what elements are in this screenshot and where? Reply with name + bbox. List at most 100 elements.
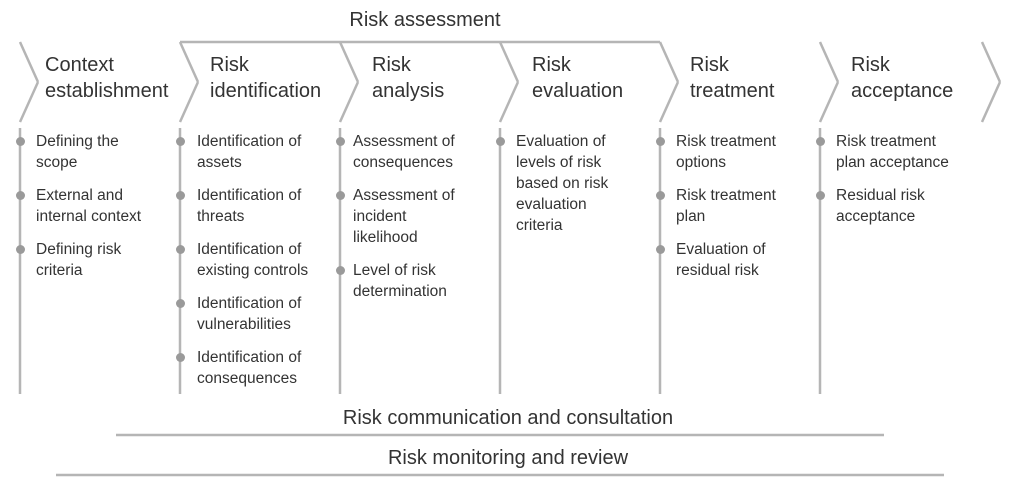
bullet-dot: [335, 191, 345, 200]
phase-item-line: Defining risk: [36, 241, 122, 258]
bullet-dot: [815, 191, 825, 200]
bullet-dot: [15, 137, 25, 146]
bullet-dot: [815, 137, 825, 146]
phase-item-line: Evaluation of: [516, 133, 606, 150]
phase-item: Identification of consequences: [197, 347, 301, 389]
phase-item-line: Identification of: [197, 133, 302, 150]
bullet-dot: [175, 353, 185, 362]
phase-item-line: Risk treatment: [676, 187, 776, 204]
phase-item: Identification of assets: [197, 131, 301, 173]
phase-title-1: Risk identification: [210, 52, 321, 104]
phase-item-line: residual risk: [676, 262, 759, 279]
chevron-upper-1: [178, 41, 200, 83]
phase-item-line: assets: [197, 154, 242, 171]
phase-item: Assessment of consequences: [353, 131, 455, 173]
chevron-end-lower: [980, 81, 1002, 123]
phase-item: External and internal context: [36, 185, 141, 227]
phase-item-line: internal context: [36, 208, 142, 225]
phase-item-line: options: [676, 154, 726, 171]
phase-item: Identification of threats: [197, 185, 301, 227]
bullet-dot: [175, 137, 185, 146]
phase-item-line: vulnerabilities: [197, 316, 291, 333]
phase-item-line: Risk treatment: [676, 133, 776, 150]
chevron-lower-4: [658, 81, 680, 123]
phase-item-line: levels of risk: [516, 154, 602, 171]
phase-title-line: Risk: [372, 54, 411, 76]
phase-item-line: evaluation: [516, 196, 587, 213]
chevron-lower-3: [498, 81, 520, 123]
phase-item: Risk treatment plan acceptance: [836, 131, 949, 173]
bullet-dot: [495, 137, 505, 146]
phase-item-line: Defining the: [36, 133, 119, 150]
bullet-dot: [655, 137, 665, 146]
phase-title-line: Risk: [851, 54, 890, 76]
phase-item-line: acceptance: [836, 208, 916, 225]
phase-title-2: Risk analysis: [372, 52, 444, 104]
phase-item-line: likelihood: [353, 229, 418, 246]
bullet-dot: [175, 245, 185, 254]
phase-title-line: analysis: [372, 80, 445, 102]
phase-item-line: criteria: [516, 217, 563, 234]
chevron-upper-3: [498, 41, 520, 83]
chevron-upper-0: [18, 41, 40, 83]
phase-title-line: Context: [45, 54, 114, 76]
bullet-dot: [15, 191, 25, 200]
phase-item-line: based on risk: [516, 175, 609, 192]
phase-item-line: Level of risk: [353, 262, 436, 279]
bullet-dot: [175, 191, 185, 200]
phase-item-line: scope: [36, 154, 78, 171]
chevron-end-upper: [980, 41, 1002, 83]
phase-title-3: Risk evaluation: [532, 52, 623, 104]
bullet-dot: [175, 299, 185, 308]
phase-item-line: Residual risk: [836, 187, 925, 204]
bullet-dot: [335, 137, 345, 146]
phase-item: Evaluation of levels of risk based on risk…: [516, 131, 608, 236]
phase-title-0: Context establishment: [45, 52, 168, 104]
phase-item-line: existing controls: [197, 262, 309, 279]
phase-title-line: establishment: [45, 80, 169, 102]
bullet-dot: [655, 191, 665, 200]
phase-title-4: Risk treatment: [690, 52, 774, 104]
phase-item-line: Identification of: [197, 295, 302, 312]
phase-title-line: treatment: [690, 80, 775, 102]
phase-item-line: incident: [353, 208, 407, 225]
phase-title-line: acceptance: [851, 80, 954, 102]
phase-item-line: consequences: [353, 154, 453, 171]
phase-item-line: plan acceptance: [836, 154, 949, 171]
phase-item-line: Identification of: [197, 187, 302, 204]
phase-item: Evaluation of residual risk: [676, 239, 766, 281]
bullet-dot: [15, 245, 25, 254]
risk-monitoring-label: Risk monitoring and review: [387, 447, 629, 469]
phase-item-line: criteria: [36, 262, 83, 279]
phase-item: Risk treatment options: [676, 131, 776, 173]
phase-item-line: plan: [676, 208, 706, 225]
phase-item: Residual risk acceptance: [836, 185, 925, 227]
chevron-lower-1: [178, 81, 200, 123]
phase-title-line: Risk: [532, 54, 571, 76]
phase-title-line: Risk: [690, 54, 729, 76]
phase-title-line: identification: [210, 80, 322, 102]
risk-communication-label: Risk communication and consultation: [342, 407, 674, 429]
phase-item-line: Identification of: [197, 349, 302, 366]
chevron-upper-4: [658, 41, 680, 83]
phase-item: Defining the scope: [36, 131, 119, 173]
chevron-upper-5: [818, 41, 840, 83]
risk-assessment-title: Risk assessment: [349, 9, 501, 31]
phase-item: Identification of vulnerabilities: [197, 293, 301, 335]
phase-item-line: threats: [197, 208, 245, 225]
phase-item-line: Risk treatment: [836, 133, 936, 150]
phase-item-line: consequences: [197, 370, 297, 387]
phase-item-line: Evaluation of: [676, 241, 766, 258]
phase-item-line: Assessment of: [353, 133, 455, 150]
phase-title-line: evaluation: [532, 80, 624, 102]
phase-title-5: Risk acceptance: [851, 52, 953, 104]
chevron-lower-2: [338, 81, 360, 123]
phase-item-line: External and: [36, 187, 124, 204]
phase-title-line: Risk: [210, 54, 249, 76]
phase-item: Defining risk criteria: [36, 239, 121, 281]
